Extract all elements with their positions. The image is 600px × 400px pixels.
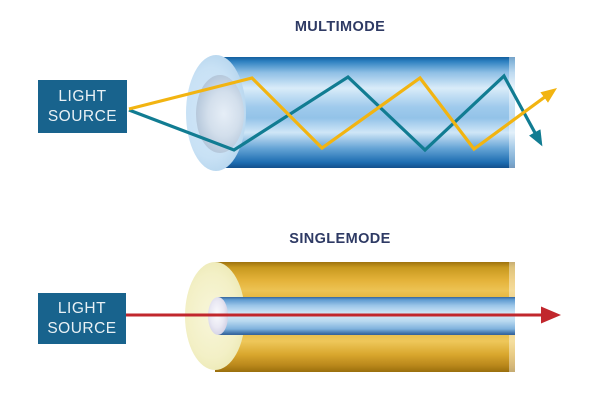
multimode-title: MULTIMODE	[294, 19, 386, 35]
singlemode-core-face-ellipse	[208, 297, 228, 335]
light-source-label-line2: SOURCE	[47, 319, 117, 337]
multimode-fiber-end-highlight	[509, 57, 515, 168]
singlemode-title: SINGLEMODE	[289, 231, 391, 247]
multimode-fiber-tube	[216, 57, 515, 168]
multimode-core-face-ellipse	[196, 75, 244, 153]
light-source-box-multimode: LIGHT SOURCE	[38, 80, 127, 133]
singlemode-core-tube	[218, 297, 515, 335]
light-source-label-line2: SOURCE	[47, 107, 118, 125]
light-source-label-line1: LIGHT	[58, 87, 107, 105]
light-source-label-line1: LIGHT	[57, 299, 107, 317]
light-source-box-singlemode: LIGHT SOURCE	[38, 293, 126, 344]
